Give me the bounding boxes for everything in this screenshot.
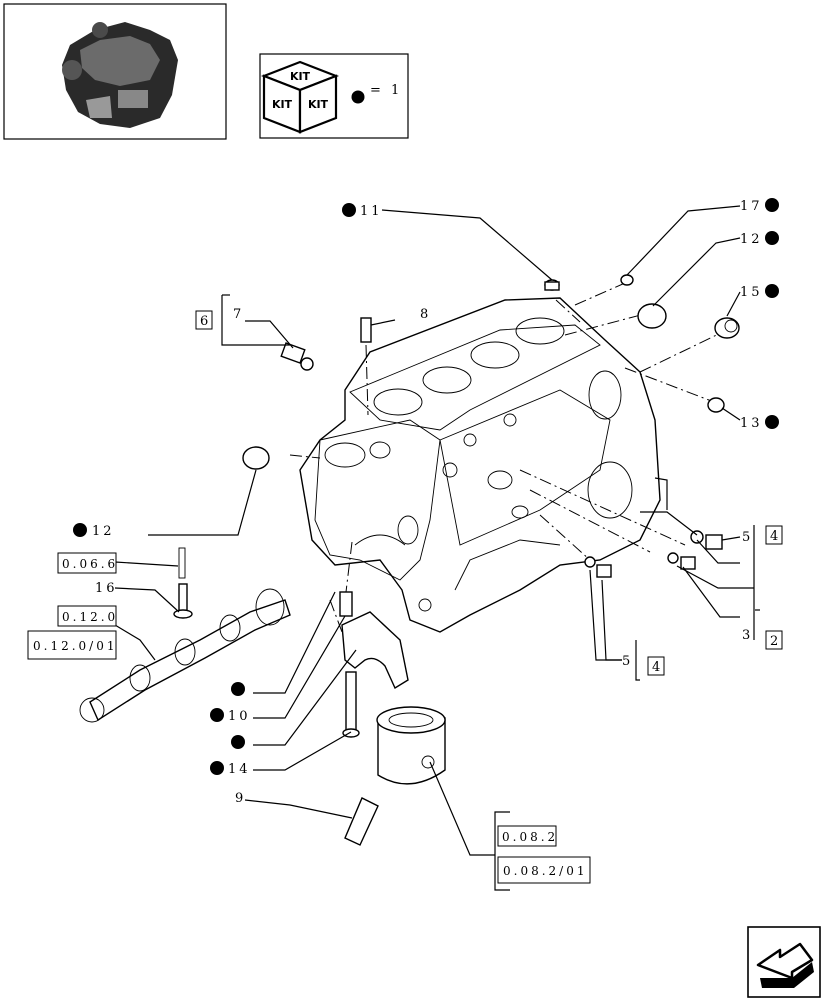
callout-10[interactable]: 10 <box>228 709 251 724</box>
ref-0-06-6[interactable]: 0.06.6 <box>62 557 118 571</box>
ref-0-08-2-01[interactable]: 0.08.2/01 <box>503 864 587 878</box>
engine-thumbnail-icon <box>62 22 178 128</box>
next-page-button[interactable] <box>747 926 821 998</box>
boxed-group-numbers: 6 4 2 4 <box>195 310 783 676</box>
callout-8[interactable]: 8 <box>420 307 431 322</box>
group-4-right-label[interactable]: 4 <box>770 529 781 544</box>
callout-12-right[interactable]: 12 <box>740 232 763 247</box>
leader-lines <box>114 205 760 891</box>
ref-0-08-2[interactable]: 0.08.2 <box>502 830 558 844</box>
callout-15[interactable]: 15 <box>740 285 763 300</box>
kit-equals-text: = 1 <box>370 83 402 98</box>
callout-5-bottom[interactable]: 5 <box>622 654 633 669</box>
callout-3[interactable]: 3 <box>742 628 753 643</box>
kit-label-left: KIT <box>272 98 293 111</box>
callout-5-right[interactable]: 5 <box>742 530 753 545</box>
bullet-17-icon <box>765 198 779 212</box>
bullet-12a-icon <box>765 231 779 245</box>
small-parts <box>79 274 740 846</box>
group-2-label[interactable]: 2 <box>770 634 781 649</box>
next-page-arrow-icon <box>756 942 814 988</box>
callout-bullets <box>73 198 779 775</box>
callout-numbers: 11 17 12 15 13 7 8 12 16 5 3 5 10 14 9 <box>92 199 763 806</box>
kit-legend-box: KIT KIT KIT = 1 <box>259 53 409 139</box>
callout-11[interactable]: 11 <box>360 204 383 219</box>
bullet-11-icon <box>342 203 356 217</box>
ref-0-12-0[interactable]: 0.12.0 <box>62 610 118 624</box>
bullet-14-icon <box>210 761 224 775</box>
kit-bullet-icon <box>351 90 365 104</box>
callout-9[interactable]: 9 <box>235 791 246 806</box>
callout-16[interactable]: 16 <box>95 581 118 596</box>
bullet-13-icon <box>765 415 779 429</box>
engine-block-drawing <box>299 297 661 633</box>
kit-label-right: KIT <box>308 98 329 111</box>
kit-cube-icon: KIT KIT KIT <box>260 60 340 134</box>
bullet-dowel-icon <box>231 682 245 696</box>
engine-thumbnail[interactable] <box>3 3 227 140</box>
bullet-cap-icon <box>231 735 245 749</box>
group-6-label[interactable]: 6 <box>200 314 211 329</box>
bullet-15-icon <box>765 284 779 298</box>
group-4-bottom-label[interactable]: 4 <box>652 660 663 675</box>
callout-14[interactable]: 14 <box>228 762 251 777</box>
reference-boxes: 0.06.6 0.12.0 0.12.0/01 0.08.2 0.08.2/01 <box>27 552 591 884</box>
callout-12-left[interactable]: 12 <box>92 524 115 539</box>
bullet-10-icon <box>210 708 224 722</box>
ref-0-12-0-01[interactable]: 0.12.0/01 <box>33 639 117 653</box>
kit-label-top: KIT <box>290 70 311 83</box>
callout-13[interactable]: 13 <box>740 416 763 431</box>
callout-17[interactable]: 17 <box>740 199 763 214</box>
callout-7[interactable]: 7 <box>233 307 244 322</box>
bullet-12b-icon <box>73 523 87 537</box>
